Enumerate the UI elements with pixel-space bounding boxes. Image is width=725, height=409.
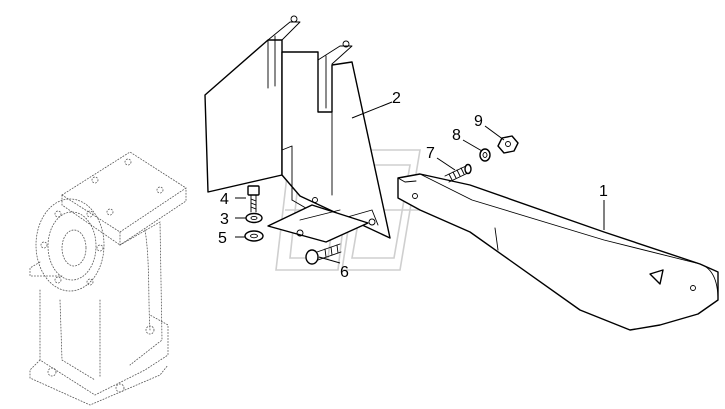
bolt-4 <box>247 185 260 213</box>
nut-9 <box>497 135 519 154</box>
callout-7: 7 <box>426 145 435 162</box>
washer-5 <box>244 230 264 242</box>
callout-3: 3 <box>220 211 229 228</box>
callout-2: 2 <box>392 90 401 107</box>
washer-8 <box>479 148 491 162</box>
callout-4: 4 <box>220 191 229 208</box>
callout-9: 9 <box>474 113 483 130</box>
spring-7 <box>444 163 472 183</box>
callout-6: 6 <box>340 264 349 281</box>
callout-1: 1 <box>599 183 608 200</box>
guard-bracket <box>204 15 391 243</box>
leader-lines <box>235 101 605 264</box>
callout-8: 8 <box>452 127 461 144</box>
bolt-6 <box>305 243 342 265</box>
washer-3 <box>245 212 263 224</box>
gearbox-housing <box>29 151 187 406</box>
long-arm <box>397 173 719 331</box>
callout-5: 5 <box>218 230 227 247</box>
